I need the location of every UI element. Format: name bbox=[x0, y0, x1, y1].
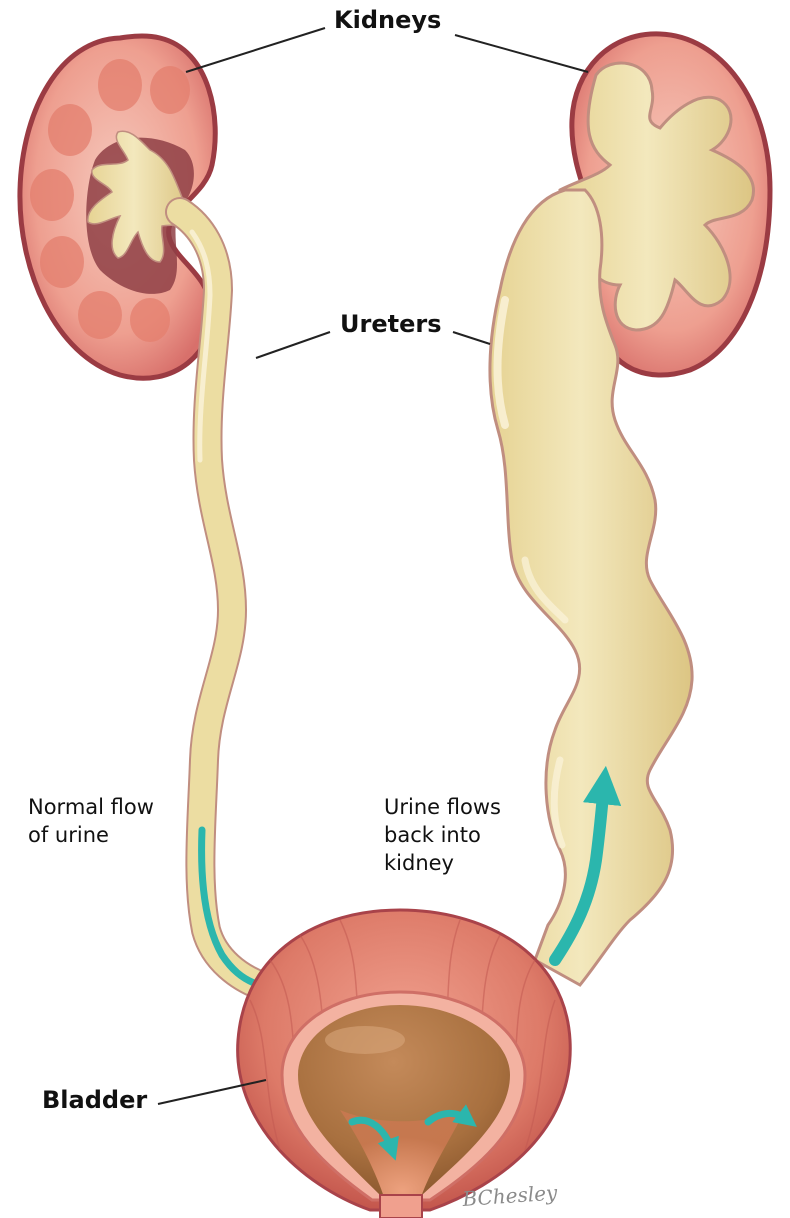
ureters-label: Ureters bbox=[340, 310, 441, 338]
kidneys-leader-right bbox=[455, 35, 588, 72]
kidneys-label: Kidneys bbox=[334, 6, 441, 34]
bladder bbox=[238, 910, 571, 1218]
kidneys-leader-left bbox=[186, 28, 325, 72]
bladder-label: Bladder bbox=[42, 1086, 147, 1114]
ureters-leader-left bbox=[256, 332, 330, 358]
normal-flow-label: Normal flow of urine bbox=[28, 793, 154, 849]
reflux-flow-label: Urine flows back into kidney bbox=[384, 793, 501, 877]
ureters-leader-right bbox=[453, 332, 490, 344]
